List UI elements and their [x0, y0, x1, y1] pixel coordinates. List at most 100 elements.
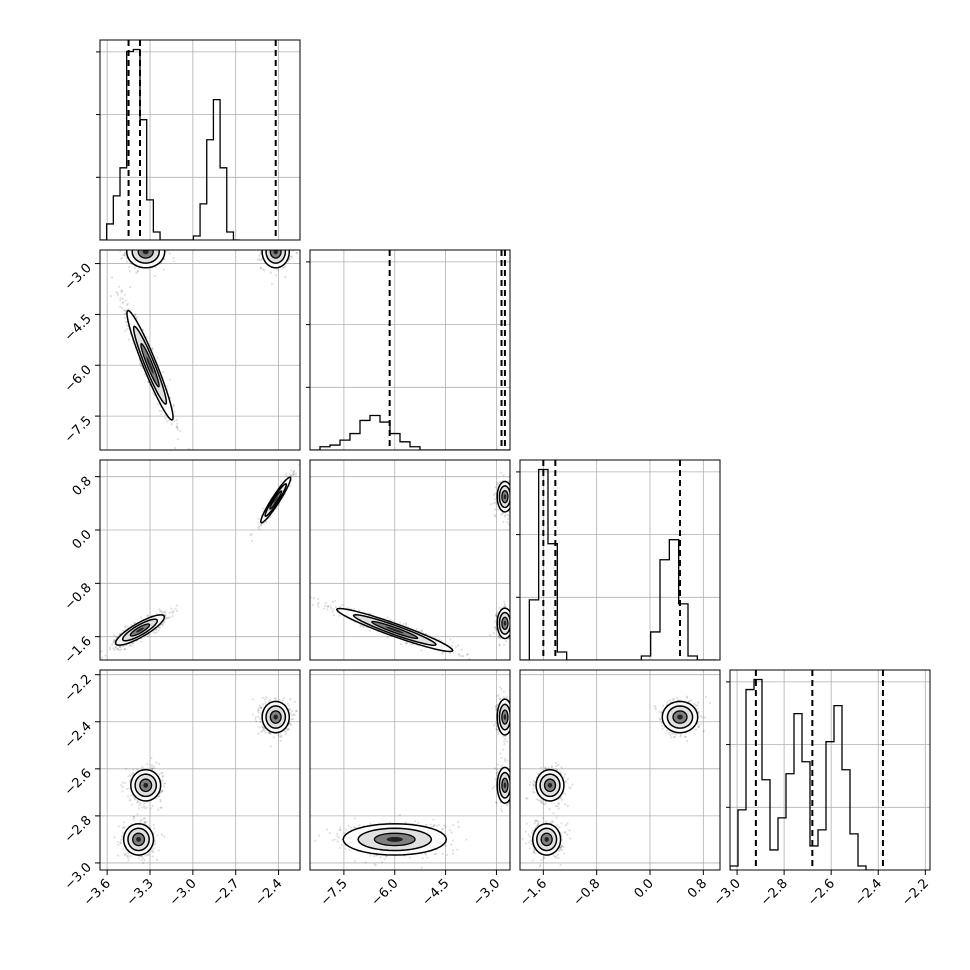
scatter-p2-p3-point	[498, 643, 501, 646]
scatter-p1-p2-point	[137, 270, 140, 273]
scatter-p1-p4-point	[132, 768, 135, 771]
scatter-p1-p3-frame	[99, 459, 301, 661]
scatter-p2-p3-point	[494, 626, 497, 629]
scatter-p1-p3-point	[163, 620, 166, 624]
scatter-p2-p3-point	[452, 641, 455, 644]
scatter-p1-p3-point	[163, 611, 166, 614]
scatter-p1-p4-point	[143, 805, 146, 808]
scatter-p1-p4-point	[128, 780, 131, 783]
scatter-p1-p4-point	[143, 807, 146, 810]
scatter-p2-p3-point	[495, 615, 498, 618]
scatter-p2-p3-point	[332, 613, 336, 617]
scatter-p2-p3-point	[441, 652, 444, 656]
scatter-p1-p2-point	[162, 268, 165, 271]
scatter-p1-p3-point	[161, 623, 164, 626]
scatter-p1-p2-point	[125, 320, 128, 324]
scatter-p1-p3-point	[140, 616, 143, 619]
scatter-p1-p3-point	[116, 648, 119, 651]
scatter-p1-p4-point	[139, 855, 143, 858]
scatter-p1-p2-point	[154, 266, 157, 269]
scatter-p1-p4-point	[143, 858, 146, 862]
scatter-p1-p2-point	[119, 257, 122, 260]
scatter-p1-p3-point	[115, 636, 118, 639]
scatter-p2-p3-point	[334, 606, 337, 609]
scatter-p2-p3-point	[502, 605, 505, 608]
scatter-p1-p3-point	[259, 523, 263, 527]
scatter-p1-p4-point	[125, 852, 128, 855]
scatter-p1-p3-point	[249, 533, 252, 536]
scatter-p1-p2-point	[295, 252, 298, 255]
scatter-p1-p4-point	[138, 803, 141, 807]
scatter-p1-p2-point	[123, 252, 127, 255]
scatter-p1-p4-point	[129, 798, 132, 801]
scatter-p1-p3-point	[155, 628, 158, 631]
scatter-p1-p3-point	[285, 475, 288, 478]
scatter-p1-p3-point	[118, 645, 121, 649]
scatter-p1-p2-point	[124, 309, 127, 312]
scatter-p1-p3-point	[115, 636, 118, 639]
scatter-p1-p3-point	[288, 485, 291, 488]
scatter-p2-p3-point	[398, 621, 401, 624]
scatter-p1-p4-point	[136, 768, 139, 771]
scatter-p2-p3-point	[405, 622, 408, 625]
scatter-p2-p3-contour-core	[503, 620, 507, 626]
scatter-p1-p2-point	[176, 425, 179, 429]
scatter-p1-p2-point	[124, 329, 127, 332]
scatter-p1-p2-point	[284, 265, 287, 268]
scatter-p1-p4-point	[132, 818, 135, 821]
scatter-p1-p4-point	[150, 764, 153, 767]
hist-p1-panel	[96, 40, 300, 240]
scatter-p1-p2-frame	[99, 249, 301, 451]
scatter-p1-p2-point	[172, 404, 175, 407]
scatter-p1-p2-density-0	[125, 250, 166, 269]
scatter-p1-p4-point	[264, 698, 267, 701]
scatter-p1-p3-point	[292, 470, 295, 473]
scatter-p1-p4-point	[157, 795, 160, 798]
scatter-p1-p4-point	[127, 775, 130, 778]
scatter-p1-p3-point	[155, 631, 158, 634]
scatter-p1-p3-point	[113, 639, 116, 642]
scatter-p1-p2-point	[274, 273, 277, 277]
scatter-p1-p2-point	[136, 316, 139, 319]
scatter-p1-p2-point	[121, 289, 124, 292]
scatter-p1-p3-point	[175, 604, 178, 607]
scatter-p2-p3-point	[399, 643, 403, 646]
scatter-p1-p4-point	[126, 787, 129, 791]
scatter-p1-p3-point	[119, 648, 122, 651]
scatter-p1-p2-point	[170, 423, 173, 426]
scatter-p1-p2-point	[126, 304, 129, 307]
scatter-p1-p3-point	[118, 645, 121, 648]
scatter-p1-p4-point	[128, 787, 131, 790]
hist-p2-panel	[306, 250, 510, 450]
scatter-p1-p4-point	[162, 785, 165, 788]
scatter-p1-p2-point	[169, 378, 172, 381]
scatter-p1-p2-point	[175, 426, 178, 430]
scatter-p1-p4-point	[161, 771, 164, 775]
scatter-p2-p3-point	[386, 616, 389, 619]
scatter-p2-p3-point	[402, 623, 405, 626]
scatter-p1-p4-point	[128, 799, 131, 802]
scatter-p1-p2-contour-core	[146, 356, 154, 374]
scatter-p1-p3-point	[292, 471, 295, 474]
scatter-p1-p4-point	[152, 847, 155, 850]
scatter-p1-p4-point	[160, 833, 163, 836]
scatter-p1-p3-point	[100, 656, 103, 660]
scatter-p2-p3-point	[362, 625, 365, 628]
scatter-p1-p4-point	[146, 762, 149, 766]
scatter-p1-p3-point	[257, 522, 260, 525]
scatter-p2-p3-point	[493, 492, 496, 495]
scatter-p1-p2-point	[288, 258, 291, 261]
scatter-p2-p3-density-0	[335, 607, 454, 653]
scatter-p1-p3-point	[172, 609, 175, 613]
scatter-p1-p3-point	[171, 611, 174, 614]
scatter-p2-p3-point	[329, 607, 333, 610]
scatter-p1-p4-point	[150, 757, 153, 760]
scatter-p2-p3-point	[440, 639, 443, 642]
scatter-p1-p2-point	[145, 335, 148, 338]
scatter-p1-p4-point	[123, 781, 127, 785]
scatter-p1-p2-point	[121, 307, 124, 310]
scatter-p1-p4-point	[113, 836, 116, 839]
scatter-p1-p4-point	[141, 857, 144, 860]
scatter-p2-p3-point	[493, 498, 496, 501]
